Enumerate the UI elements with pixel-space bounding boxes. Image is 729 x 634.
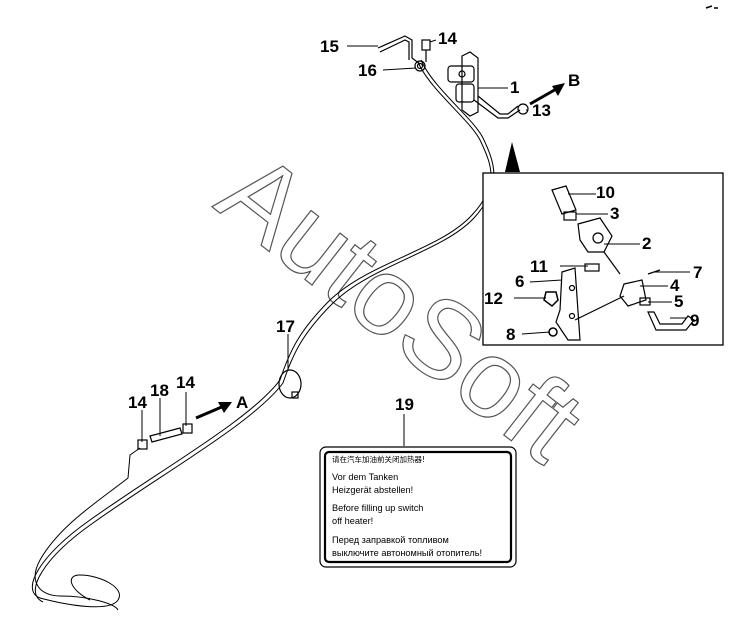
callout-6: 6 bbox=[515, 272, 524, 291]
top-pipe-assembly bbox=[377, 35, 431, 72]
callout-16: 16 bbox=[358, 61, 377, 80]
detail-pointer bbox=[505, 142, 520, 172]
callout-9: 9 bbox=[690, 311, 699, 330]
svg-text:B: B bbox=[568, 71, 580, 90]
leader-lines bbox=[141, 39, 690, 446]
svg-text:A: A bbox=[236, 393, 248, 412]
label-line-en-2: off heater! bbox=[332, 516, 373, 526]
callout-2: 2 bbox=[642, 234, 651, 253]
label-line-ru-1: Перед заправкой топливом bbox=[332, 535, 449, 545]
label-line-de-1: Vor dem Tanken bbox=[332, 472, 398, 482]
corner-mark bbox=[705, 5, 718, 9]
hose-18-assembly bbox=[137, 423, 193, 450]
callout-14-top: 14 bbox=[438, 29, 457, 48]
callout-19: 19 bbox=[395, 395, 414, 414]
callout-8: 8 bbox=[506, 325, 515, 344]
callout-3: 3 bbox=[610, 204, 619, 223]
callout-11: 11 bbox=[530, 257, 548, 276]
clamp-17 bbox=[278, 369, 302, 399]
warning-label: 请在汽车加油前关闭加热器! Vor dem Tanken Heizgerät a… bbox=[319, 446, 517, 568]
arrow-b: B bbox=[529, 71, 580, 106]
detail-box bbox=[482, 172, 724, 346]
callout-18: 18 bbox=[150, 381, 169, 400]
callout-12: 12 bbox=[484, 289, 503, 308]
pump-1-assembly bbox=[447, 51, 529, 119]
label-line-en-1: Before filling up switch bbox=[332, 503, 423, 513]
callout-13: 13 bbox=[532, 101, 551, 120]
callout-14-right: 14 bbox=[176, 373, 195, 392]
arrow-a: A bbox=[195, 393, 248, 420]
label-line-cn: 请在汽车加油前关闭加热器! bbox=[332, 454, 425, 464]
callout-14-left: 14 bbox=[128, 393, 147, 412]
label-line-de-2: Heizgerät abstellen! bbox=[332, 485, 413, 495]
callout-numbers: 15 14 16 1 13 10 3 2 11 7 6 4 12 5 9 8 1… bbox=[128, 29, 702, 414]
callout-5: 5 bbox=[674, 292, 683, 311]
detail-components bbox=[543, 185, 695, 341]
callout-4: 4 bbox=[670, 276, 680, 295]
callout-1: 1 bbox=[510, 78, 519, 97]
callout-15: 15 bbox=[320, 37, 339, 56]
label-line-ru-2: выключите автономный отопитель! bbox=[332, 548, 482, 558]
callout-10: 10 bbox=[596, 183, 615, 202]
callout-7: 7 bbox=[693, 263, 702, 282]
callout-17: 17 bbox=[276, 317, 295, 336]
